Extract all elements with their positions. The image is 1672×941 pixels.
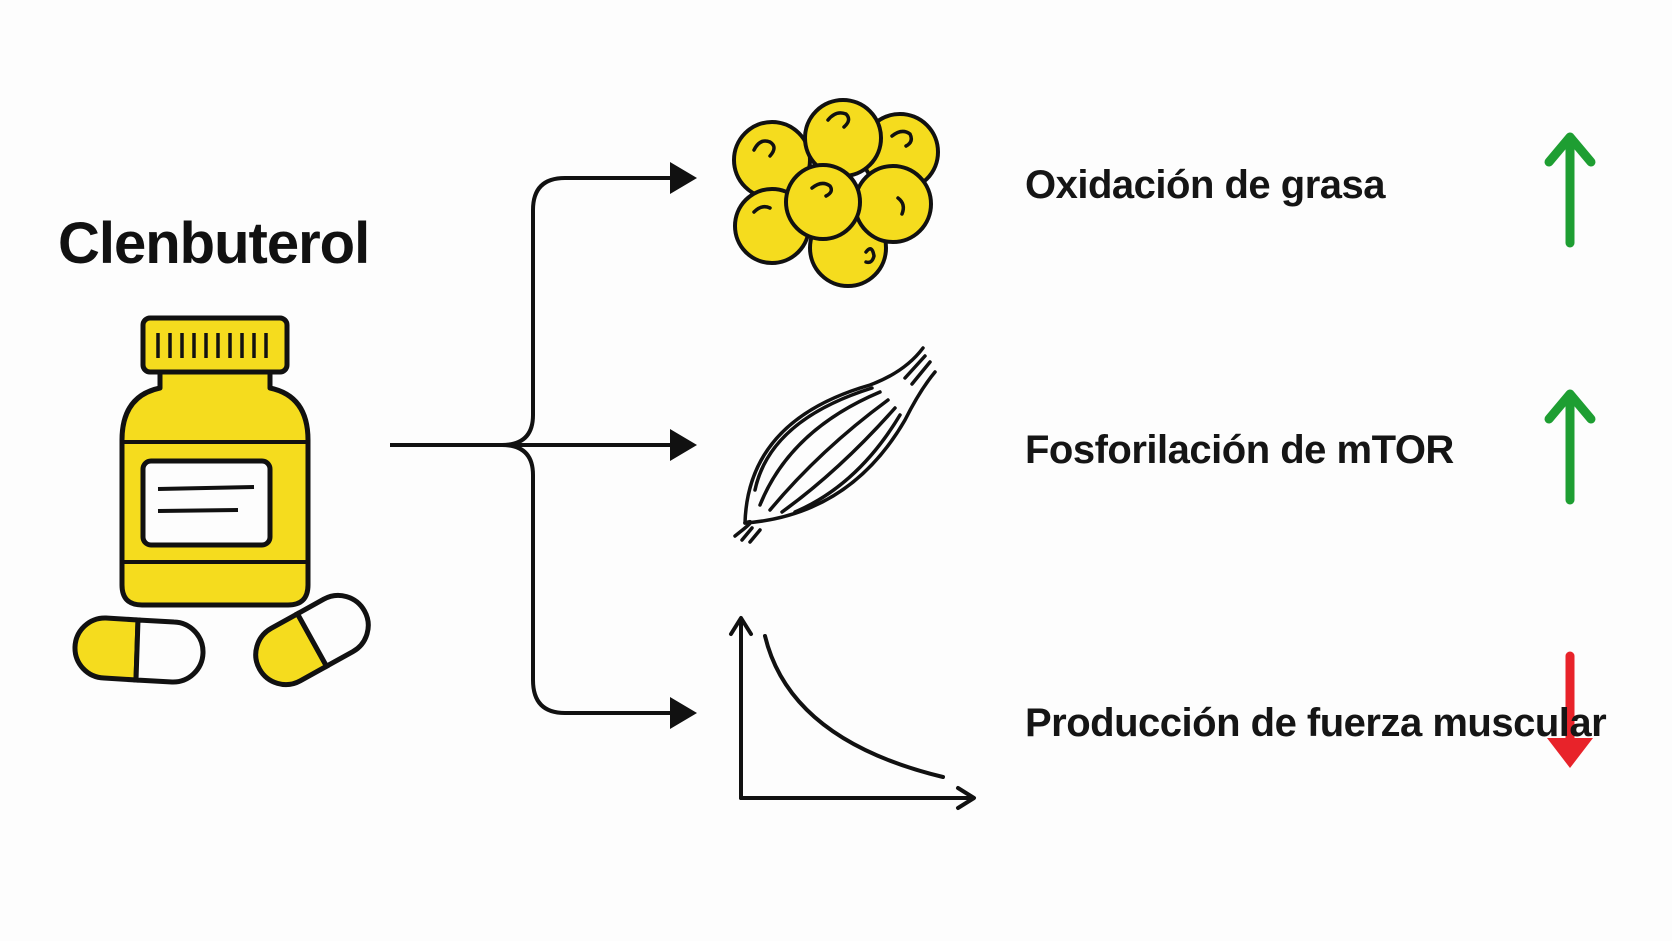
drug-title: Clenbuterol [58, 211, 370, 276]
branch-connector [390, 173, 683, 718]
effect-label-fat-oxidation: Oxidación de grasa [1025, 163, 1386, 207]
fat-cells-icon [732, 98, 940, 288]
decrease-arrow-icon [1547, 651, 1593, 768]
capsule-icon [253, 593, 371, 687]
decay-curve-icon [729, 616, 976, 810]
muscle-icon [733, 346, 937, 544]
pill-bottle-icon [119, 315, 311, 608]
increase-arrow-icon [1544, 389, 1596, 505]
arrow-heads [670, 162, 697, 729]
capsule-icon [72, 615, 206, 685]
effect-label-muscle-force: Producción de fuerza muscular [1025, 701, 1607, 745]
effect-label-mtor-phosphorylation: Fosforilación de mTOR [1025, 428, 1454, 472]
increase-arrow-icon [1544, 132, 1596, 248]
